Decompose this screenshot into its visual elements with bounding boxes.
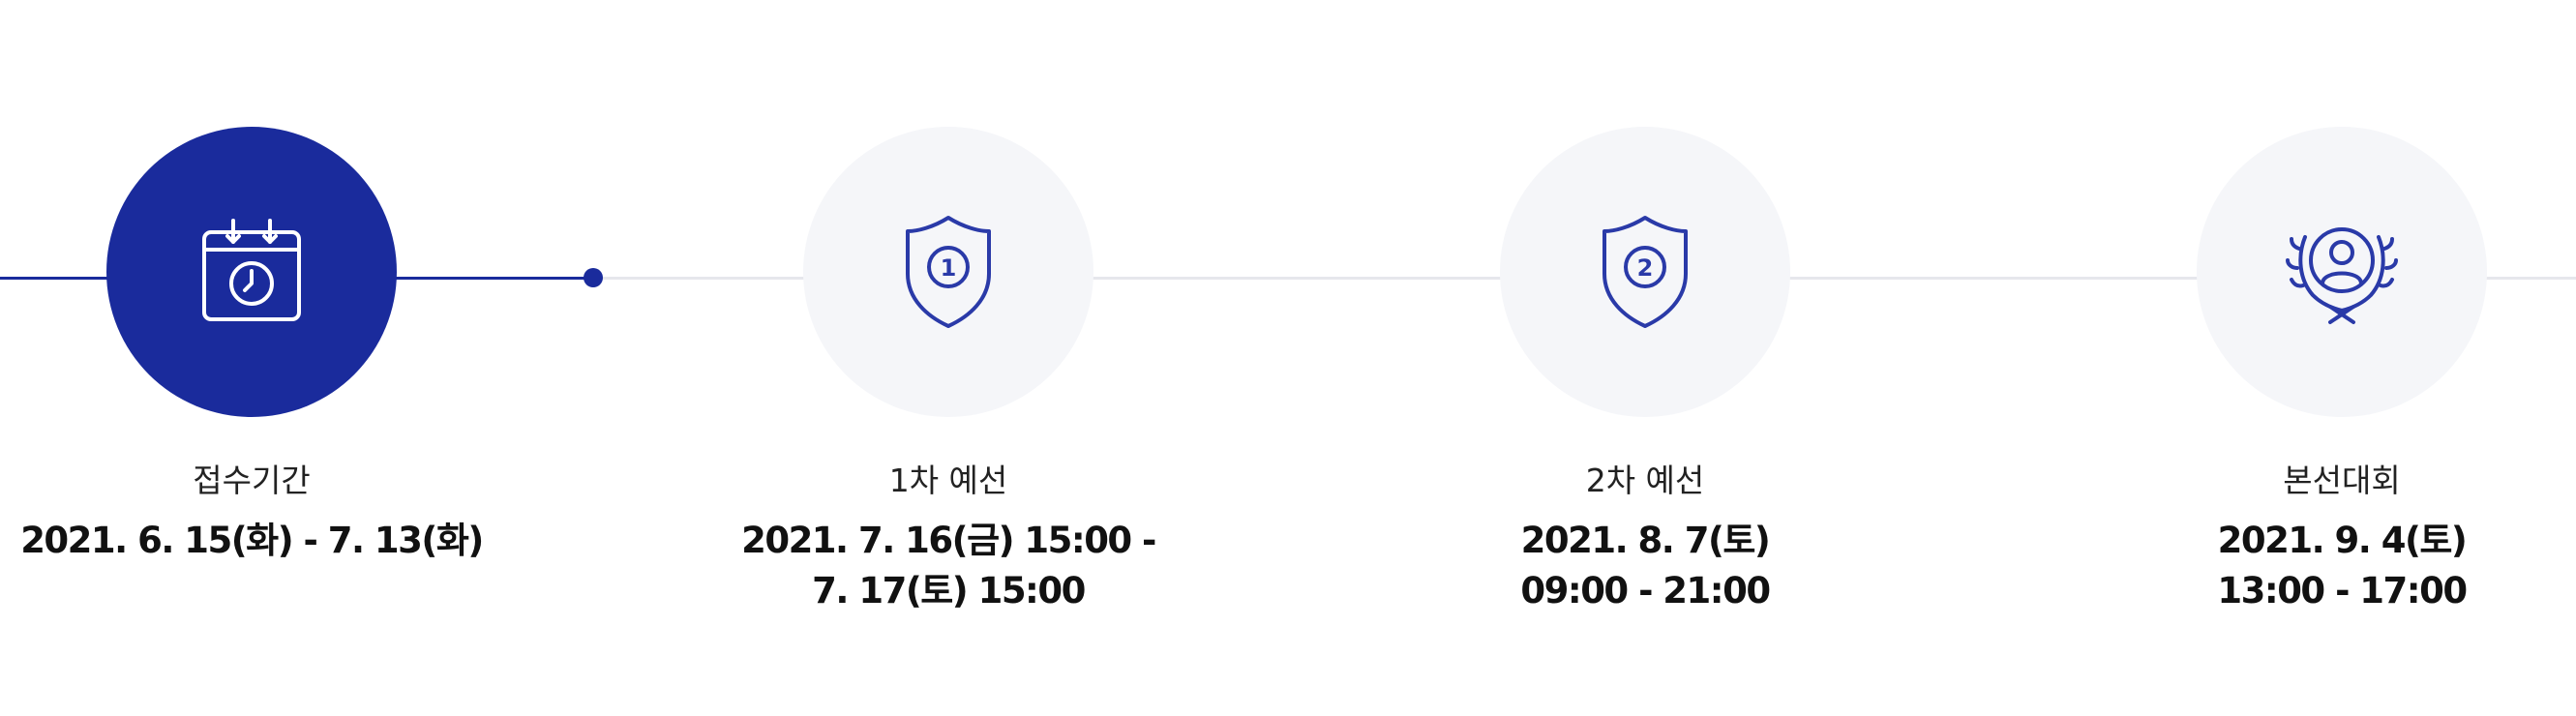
step-date-line1: 2021. 8. 7(토) [1520,520,1771,561]
step-date-line2: 13:00 - 17:00 [2217,570,2468,612]
progress-dot [584,268,603,287]
step-registration: 접수기간 2021. 6. 15(화) - 7. 13(화) [0,0,561,716]
step-date-line1: 2021. 9. 4(토) [2217,520,2468,561]
step-date: 2021. 9. 4(토) 13:00 - 17:00 [2032,516,2576,616]
step-final: 본선대회 2021. 9. 4(토) 13:00 - 17:00 [2032,0,2576,716]
shield-1-icon: 1 [900,214,997,330]
svg-text:1: 1 [941,254,957,282]
laurel-user-icon [2284,214,2400,330]
step-date-line2: 09:00 - 21:00 [1520,570,1771,612]
step-date: 2021. 6. 15(화) - 7. 13(화) [0,516,561,566]
step-label: 본선대회 [2283,462,2401,499]
step-label: 접수기간 [193,462,311,499]
step-label: 1차 예선 [888,462,1008,499]
step-preliminary-1: 1 1차 예선 2021. 7. 16(금) 15:00 - 7. 17(토) … [639,0,1258,716]
svg-text:2: 2 [1637,254,1654,282]
step-circle: 2 [1500,127,1790,417]
step-circle [2197,127,2487,417]
step-preliminary-2: 2 2차 예선 2021. 8. 7(토) 09:00 - 21:00 [1335,0,1955,716]
step-circle: 1 [803,127,1093,417]
step-date-line1: 2021. 7. 16(금) 15:00 - [741,520,1156,561]
shield-2-icon: 2 [1597,214,1693,330]
step-circle [106,127,397,417]
step-date: 2021. 8. 7(토) 09:00 - 21:00 [1335,516,1955,616]
step-label: 2차 예선 [1585,462,1705,499]
timeline-track [0,277,2576,280]
calendar-clock-icon [198,219,305,325]
step-date: 2021. 7. 16(금) 15:00 - 7. 17(토) 15:00 [639,516,1258,616]
step-date-line1: 2021. 6. 15(화) - 7. 13(화) [20,520,484,561]
step-date-line2: 7. 17(토) 15:00 [812,570,1086,612]
